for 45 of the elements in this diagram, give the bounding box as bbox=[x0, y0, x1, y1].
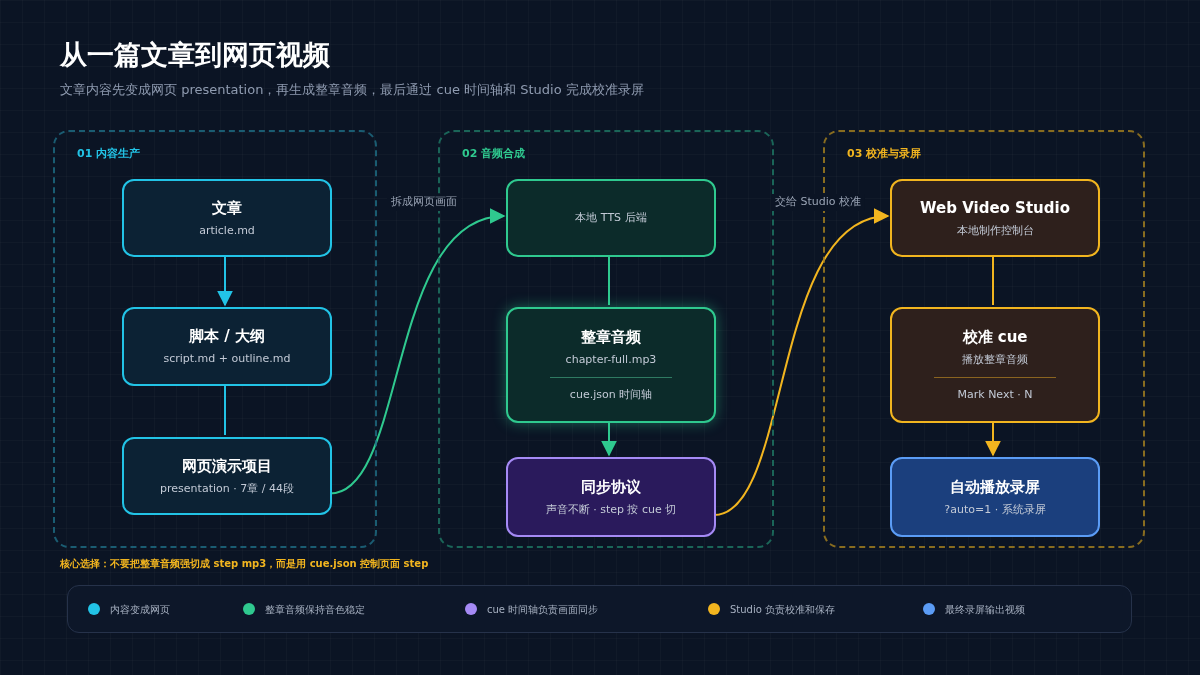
box-subtitle: 声音不断 · step 按 cue 切 bbox=[545, 502, 677, 517]
box-title: 整章音频 bbox=[581, 328, 641, 348]
note-text: 核心选择：不要把整章音频强切成 step mp3，而是用 cue.json 控制页面 step bbox=[60, 557, 429, 571]
edge-label: 交给 Studio 校准 bbox=[771, 194, 865, 211]
process-box bbox=[890, 179, 1100, 257]
box-title: 本地 TTS 后端 bbox=[575, 211, 647, 225]
box-subtitle: ?auto=1 · 系统录屏 bbox=[944, 502, 1046, 517]
process-box bbox=[890, 307, 1100, 423]
legend-text: cue 时间轴负责画面同步 bbox=[487, 602, 599, 617]
legend-text: 内容变成网页 bbox=[110, 602, 170, 617]
process-box bbox=[506, 307, 716, 423]
box-title: Web Video Studio bbox=[920, 198, 1070, 218]
stage-title: 01 内容生产 bbox=[77, 146, 141, 162]
arrow bbox=[217, 254, 233, 307]
box-subtitle: cue.json 时间轴 bbox=[569, 387, 653, 402]
process-box bbox=[506, 457, 716, 537]
box-subtitle: chapter-full.mp3 bbox=[565, 353, 657, 367]
page-subtitle: 文章内容先变成网页 presentation，再生成整章音频，最后通过 cue 时间轴和 Studio 完成校准录屏 bbox=[60, 81, 644, 99]
legend-text: 最终录屏输出视频 bbox=[945, 602, 1025, 617]
box-title: 同步协议 bbox=[581, 477, 641, 497]
box-title: 文章 bbox=[212, 198, 242, 218]
legend-text: 整章音频保持音色稳定 bbox=[265, 602, 365, 617]
box-subtitle: article.md bbox=[199, 223, 255, 238]
box-title: 脚本 / 大纲 bbox=[189, 327, 265, 346]
process-box bbox=[122, 307, 332, 386]
arrow bbox=[601, 420, 617, 457]
box-subtitle: 本地制作控制台 bbox=[956, 223, 1034, 238]
stage-title: 02 音频合成 bbox=[462, 146, 526, 162]
process-box bbox=[890, 457, 1100, 537]
page-title: 从一篇文章到网页视频 bbox=[60, 38, 330, 72]
box-subtitle: presentation · 7章 / 44段 bbox=[160, 481, 294, 496]
process-box bbox=[506, 179, 716, 257]
box-title: 校准 cue bbox=[962, 328, 1028, 348]
process-box bbox=[122, 179, 332, 257]
stage-title: 03 校准与录屏 bbox=[847, 146, 922, 162]
box-subtitle: script.md + outline.md bbox=[163, 352, 291, 366]
arrow bbox=[985, 420, 1001, 457]
stage-group bbox=[53, 130, 377, 548]
process-box bbox=[122, 437, 332, 515]
box-title: 自动播放录屏 bbox=[950, 477, 1040, 497]
box-subtitle: Mark Next · N bbox=[957, 387, 1033, 402]
legend-text: Studio 负责校准和保存 bbox=[730, 602, 836, 617]
box-title: 网页演示项目 bbox=[182, 456, 272, 476]
box-subtitle: 播放整章音频 bbox=[962, 353, 1028, 367]
edge-label: 拆成网页画面 bbox=[387, 194, 461, 211]
